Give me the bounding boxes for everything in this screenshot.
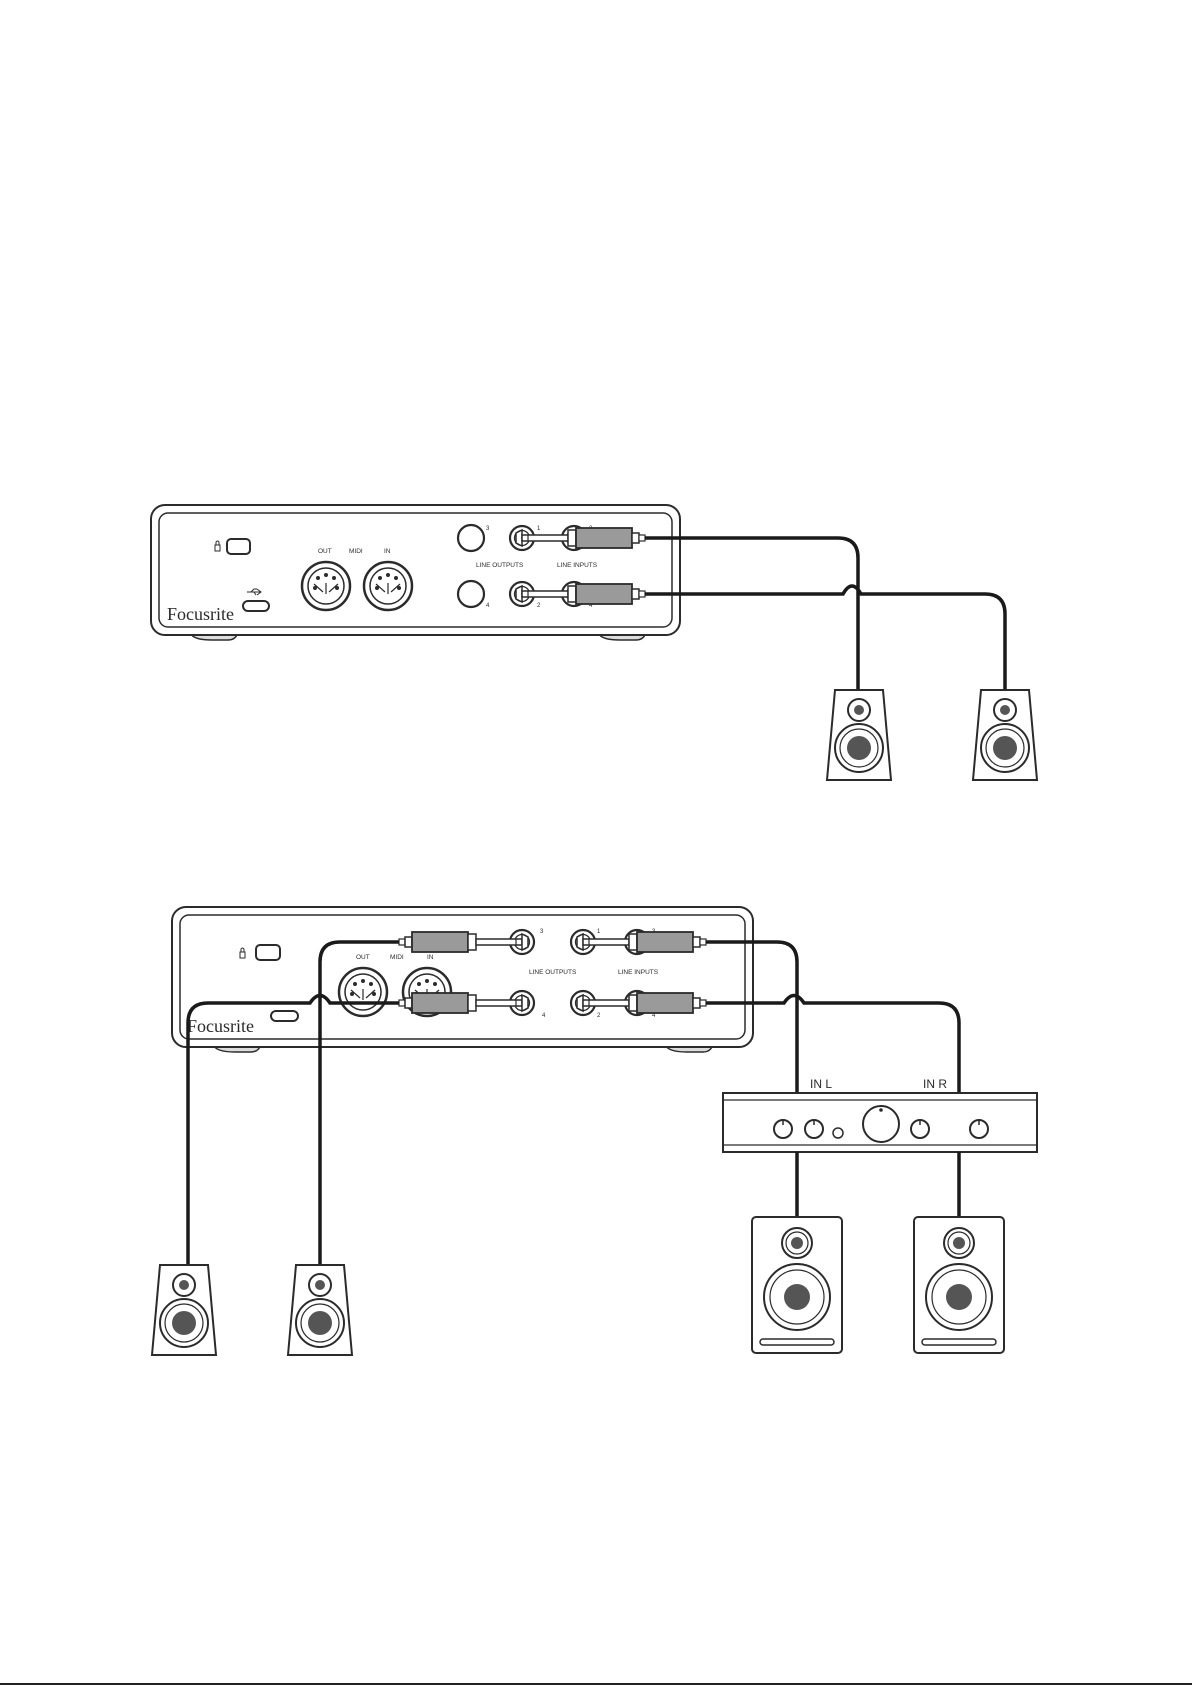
midi-out-label-bottom: OUT: [356, 954, 370, 961]
midi-in-label-bottom: IN: [427, 954, 434, 961]
monitor-right: [914, 1217, 1004, 1353]
midi-out-socket: [302, 562, 350, 610]
speaker-bottom-right: [288, 1265, 352, 1355]
speaker-bottom-left: [152, 1265, 216, 1355]
monitor-left: [752, 1217, 842, 1353]
midi-out-label: OUT: [318, 548, 332, 555]
midi-in-socket: [364, 562, 412, 610]
midi-out-socket-bottom: [339, 968, 387, 1016]
amplifier: IN L IN R: [723, 1077, 1037, 1152]
usb-port: [243, 601, 269, 611]
midi-in-label: IN: [384, 548, 391, 555]
line-output-4: [458, 581, 484, 607]
usb-port-bottom: [271, 1011, 298, 1021]
line-inputs-label: LINE INPUTS: [557, 562, 598, 569]
brand-logo-bottom: Focusrite: [187, 1016, 254, 1036]
brand-logo: Focusrite: [167, 604, 234, 624]
line-output-3: [458, 525, 484, 551]
speaker-right: [973, 690, 1037, 780]
speaker-left: [827, 690, 891, 780]
amp-in-r-label: IN R: [923, 1077, 947, 1091]
line-outputs-label-bottom: LINE OUTPUTS: [529, 969, 577, 976]
midi-label: MIDI: [349, 548, 363, 555]
line-outputs-label: LINE OUTPUTS: [476, 562, 524, 569]
line-inputs-label-bottom: LINE INPUTS: [618, 969, 659, 976]
top-interface: Focusrite OUT MIDI IN 3 4 LINE OUTPUTS 1…: [151, 505, 680, 640]
midi-label-bottom: MIDI: [390, 954, 404, 961]
amp-in-l-label: IN L: [810, 1077, 832, 1091]
lock-slot-bottom: [256, 945, 280, 960]
lock-slot: [227, 539, 250, 554]
cable-right: [645, 586, 1005, 690]
bottom-interface: Focusrite OUT MIDI IN 3 4 LINE OUTPUTS 1…: [172, 907, 753, 1052]
